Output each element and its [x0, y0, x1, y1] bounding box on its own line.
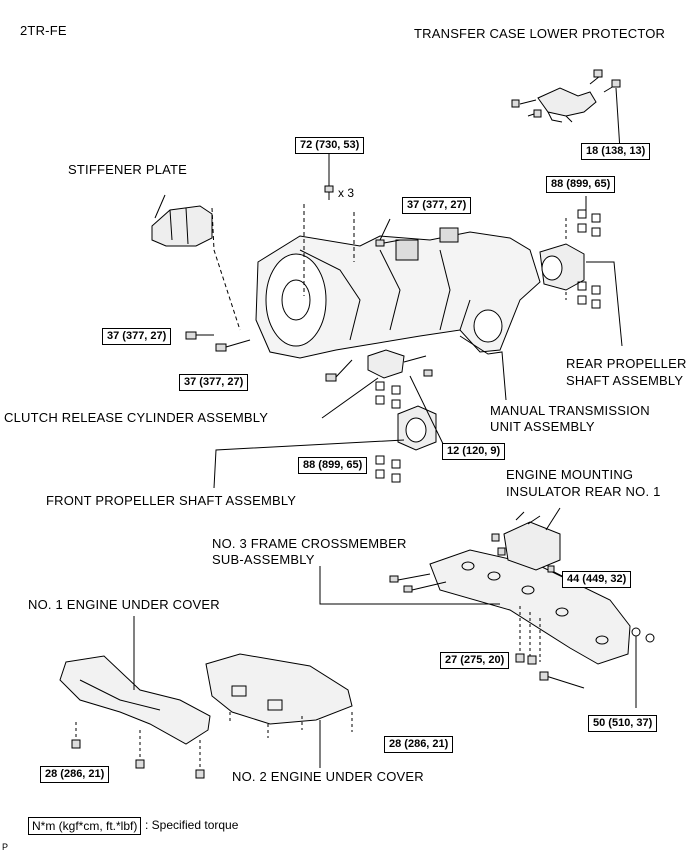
label-front-propeller-shaft: FRONT PROPELLER SHAFT ASSEMBLY: [46, 493, 297, 508]
torque-28-left: 28 (286, 21): [40, 766, 110, 783]
no2-under-cover-part: [205, 653, 353, 768]
no1-under-cover-part: [59, 616, 211, 779]
corner-mark: P: [2, 842, 9, 852]
engine-code: 2TR-FE: [20, 23, 67, 38]
label-engine-mounting-2: INSULATOR REAR NO. 1: [506, 484, 661, 499]
torque-37-bottom: 37 (377, 27): [179, 374, 249, 391]
label-manual-transmission-1: MANUAL TRANSMISSION: [490, 403, 650, 418]
bolt-quantity: x 3: [338, 186, 355, 200]
label-crossmember-1: NO. 3 FRAME CROSSMEMBER: [212, 536, 407, 551]
torque-88-front: 88 (899, 65): [298, 457, 368, 474]
legend-text: : Specified torque: [145, 818, 239, 832]
rear-propeller-flange-part: [539, 196, 623, 347]
bolt-72-part: [324, 152, 334, 200]
transmission-assembly-part: [255, 204, 541, 359]
label-crossmember-2: SUB-ASSEMBLY: [212, 552, 315, 567]
bolt-37-parts: [185, 218, 401, 382]
torque-37-left: 37 (377, 27): [102, 328, 172, 345]
label-no2-engine-under-cover: NO. 2 ENGINE UNDER COVER: [232, 769, 424, 784]
torque-44: 44 (449, 32): [562, 571, 632, 588]
stiffener-plate-part: [151, 194, 241, 331]
transfer-case-lower-protector-part: [511, 69, 621, 151]
clutch-release-cylinder-part: [321, 349, 433, 419]
torque-88-rear: 88 (899, 65): [546, 176, 616, 193]
label-engine-mounting-1: ENGINE MOUNTING: [506, 467, 634, 482]
torque-18: 18 (138, 13): [581, 143, 651, 160]
label-stiffener-plate: STIFFENER PLATE: [68, 162, 188, 177]
torque-12: 12 (120, 9): [442, 443, 506, 460]
label-rear-propeller-shaft-2: SHAFT ASSEMBLY: [566, 373, 684, 388]
label-no1-engine-under-cover: NO. 1 ENGINE UNDER COVER: [28, 597, 220, 612]
label-transfer-case-lower-protector: TRANSFER CASE LOWER PROTECTOR: [414, 26, 666, 41]
legend-units-box: N*m (kgf*cm, ft.*lbf): [28, 817, 142, 835]
torque-27: 27 (275, 20): [440, 652, 510, 669]
torque-50: 50 (510, 37): [588, 715, 658, 732]
label-manual-transmission-2: UNIT ASSEMBLY: [490, 419, 595, 434]
torque-37-top: 37 (377, 27): [402, 197, 472, 214]
label-rear-propeller-shaft-1: REAR PROPELLER: [566, 356, 687, 371]
torque-72: 72 (730, 53): [295, 137, 365, 154]
torque-28-right: 28 (286, 21): [384, 736, 454, 753]
label-clutch-release-cylinder: CLUTCH RELEASE CYLINDER ASSEMBLY: [4, 410, 269, 425]
front-propeller-flange-part: [213, 375, 447, 489]
